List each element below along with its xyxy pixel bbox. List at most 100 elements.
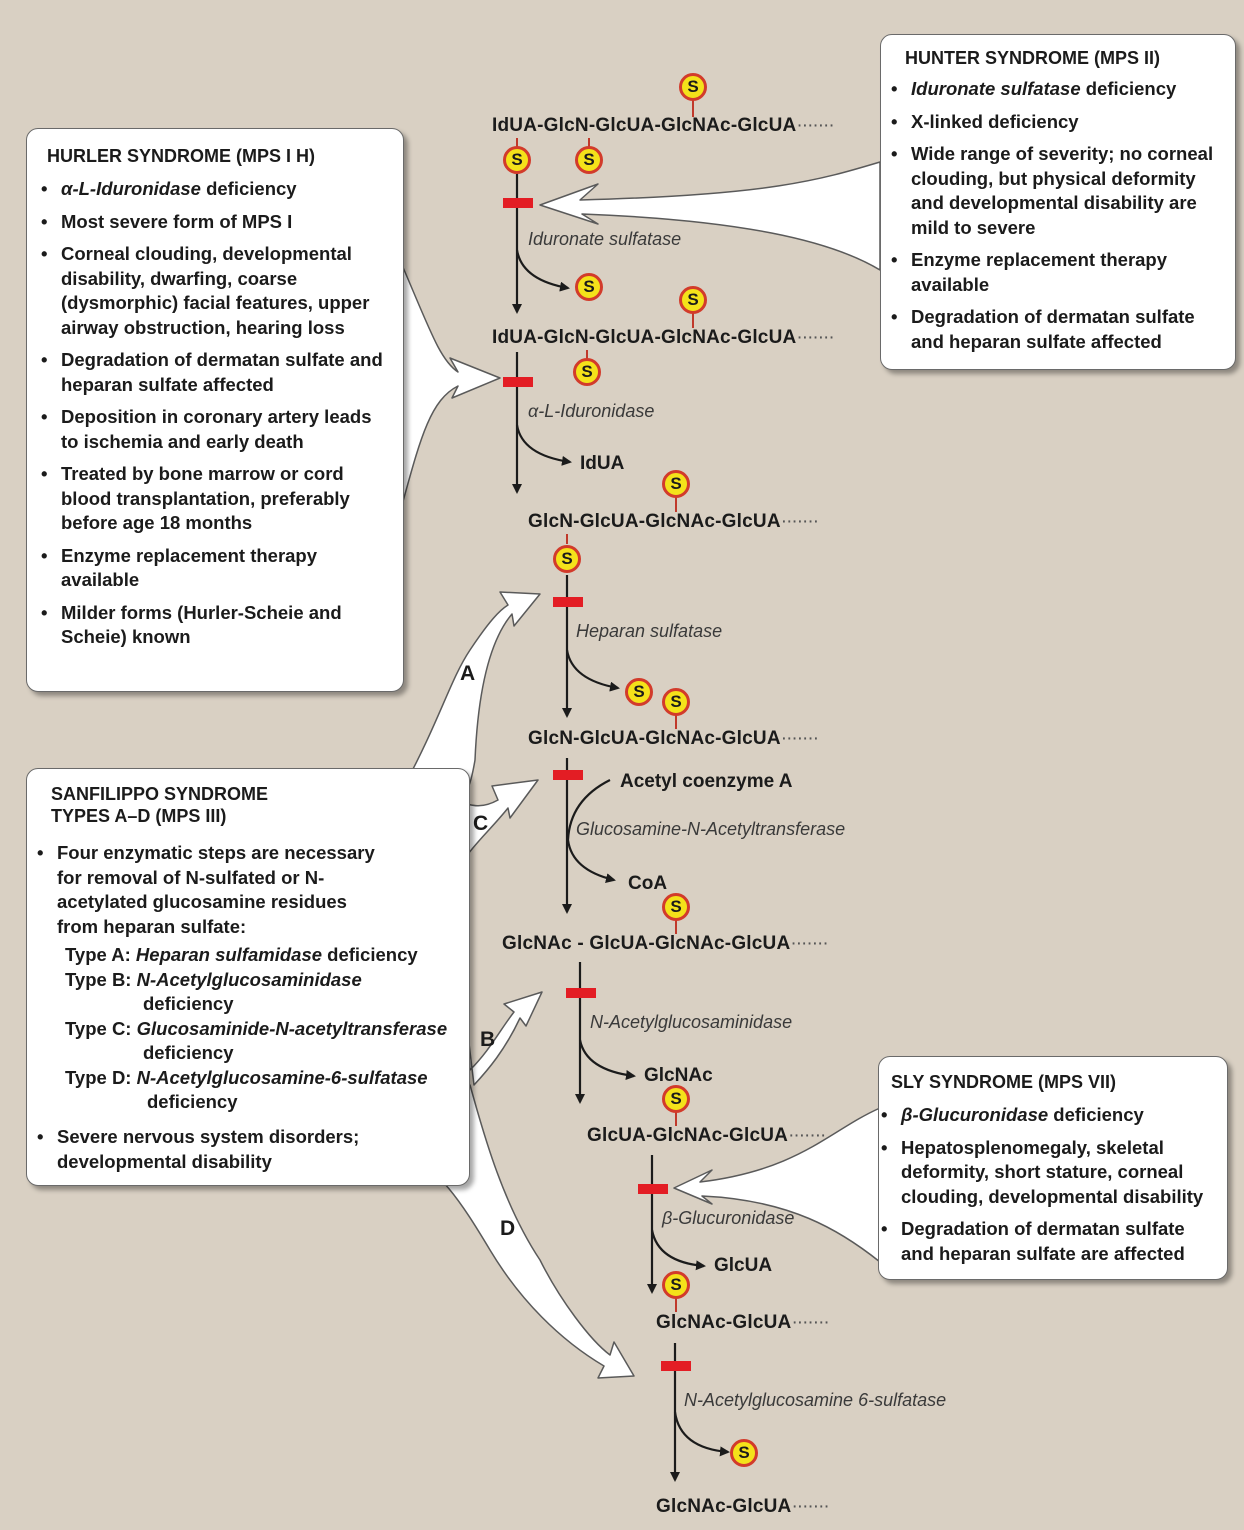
- sulfate-bond: [692, 312, 694, 328]
- type-c: Type C: Glucosaminide-N-acetyltransferas…: [65, 1017, 448, 1039]
- enzyme-block: [553, 597, 583, 607]
- type-a: Type A: Heparan sulfamidase deficiency: [65, 944, 418, 965]
- chain-5: GlcNAc - GlcUA-GlcNAc-GlcUA·······: [502, 933, 829, 954]
- hunter-item: X-linked deficiency: [889, 110, 1229, 135]
- sulfate-bond: [675, 1110, 677, 1126]
- type-b: Type B: N-Acetylglucosaminidase: [65, 968, 362, 990]
- enzyme-label: β-Glucuronidase: [662, 1208, 795, 1228]
- product-idua: IdUA: [580, 453, 625, 474]
- sulfate-bond: [675, 918, 677, 934]
- sulfate-badge: S: [503, 146, 531, 174]
- sly-item: Hepatosplenomegaly, skeletal deformity, …: [879, 1136, 1221, 1210]
- sanfilippo-types: Type A: Heparan sulfamidase deficiency T…: [65, 943, 447, 1115]
- hurler-item: Degradation of dermatan sulfate and hepa…: [39, 348, 391, 397]
- product-glcnac: GlcNAc: [644, 1065, 713, 1086]
- hurler-item: Deposition in coronary artery leads to i…: [39, 405, 391, 454]
- hunter-item: Wide range of severity; no corneal cloud…: [889, 142, 1229, 240]
- sanfilippo-item: Severe nervous system disorders; develop…: [35, 1125, 395, 1174]
- sulfate-badge: S: [679, 73, 707, 101]
- sulfate-badge: S: [625, 678, 653, 706]
- hunter-item: Enzyme replacement therapy available: [889, 248, 1229, 297]
- hunter-title: HUNTER SYNDROME (MPS II): [905, 48, 1161, 68]
- chain-4: GlcN-GlcUA-GlcNAc-GlcUA·······: [528, 728, 819, 749]
- sulfate-badge: S: [662, 893, 690, 921]
- sly-box: SLY SYNDROME (MPS VII) β-Glucuronidase d…: [878, 1056, 1228, 1280]
- type-d-suffix: deficiency: [147, 1091, 238, 1112]
- sly-list: β-Glucuronidase deficiency Hepatosplenom…: [879, 1103, 1221, 1274]
- sanfilippo-title-2: TYPES A–D (MPS III): [51, 806, 227, 826]
- sulfate-badge: S: [575, 146, 603, 174]
- sly-item: Degradation of dermatan sulfate and hepa…: [879, 1217, 1221, 1266]
- sulfate-badge: S: [575, 273, 603, 301]
- sulfate-bond: [566, 534, 568, 544]
- type-d: Type D: N-Acetylglucosamine-6-sulfatase: [65, 1066, 428, 1088]
- hurler-item: Enzyme replacement therapy available: [39, 544, 391, 593]
- hurler-title: HURLER SYNDROME (MPS I H): [47, 146, 316, 166]
- sanfilippo-title-1: SANFILIPPO SYNDROME: [51, 784, 269, 804]
- hunter-box: HUNTER SYNDROME (MPS II) Iduronate sulfa…: [880, 34, 1236, 370]
- sanfilippo-list-2: Severe nervous system disorders; develop…: [35, 1125, 395, 1182]
- enzyme-label: α-L-Iduronidase: [528, 401, 655, 421]
- sulfate-badge: S: [730, 1439, 758, 1467]
- chain-1: IdUA-GlcN-GlcUA-GlcNAc-GlcUA·······: [492, 115, 835, 136]
- sulfate-bond: [692, 99, 694, 117]
- sulfate-badge: S: [662, 1271, 690, 1299]
- enzyme-block: [638, 1184, 668, 1194]
- sulfate-bond: [675, 496, 677, 512]
- chain-3: GlcN-GlcUA-GlcNAc-GlcUA·······: [528, 511, 819, 532]
- sulfate-bond: [588, 138, 590, 148]
- chain-7: GlcNAc-GlcUA·······: [656, 1312, 830, 1333]
- sanfilippo-arrow-c: [451, 779, 539, 859]
- sanfilippo-box: SANFILIPPO SYNDROME TYPES A–D (MPS III) …: [26, 768, 470, 1186]
- hurler-item: Most severe form of MPS I: [39, 210, 391, 235]
- type-b-suffix: deficiency: [143, 993, 234, 1014]
- enzyme-label: N-Acetylglucosaminidase: [590, 1012, 793, 1032]
- sanfilippo-arrow-a: [401, 591, 541, 801]
- arrow-letter-d: D: [500, 1217, 516, 1240]
- hurler-box: HURLER SYNDROME (MPS I H) α-L-Iduronidas…: [26, 128, 404, 692]
- sulfate-badge: S: [662, 470, 690, 498]
- arrow-letter-c: C: [473, 812, 489, 835]
- hurler-item: Treated by bone marrow or cord blood tra…: [39, 462, 391, 536]
- chain-2: IdUA-GlcN-GlcUA-GlcNAc-GlcUA·······: [492, 327, 835, 348]
- hurler-list: α-L-Iduronidase deficiency Most severe f…: [39, 177, 391, 658]
- enzyme-label: Glucosamine-N-Acetyltransferase: [576, 819, 846, 839]
- sulfate-badge: S: [573, 358, 601, 386]
- enzyme-label: Iduronate sulfatase: [528, 229, 682, 249]
- enzyme-block: [503, 377, 533, 387]
- enzyme-label: N-Acetylglucosamine 6-sulfatase: [684, 1390, 947, 1410]
- enzyme-block: [503, 198, 533, 208]
- sulfate-bond: [516, 138, 518, 148]
- enzyme-label: Heparan sulfatase: [576, 621, 723, 641]
- sulfate-badge: S: [662, 688, 690, 716]
- sly-callout-arrow: [673, 1107, 881, 1263]
- hunter-item: Degradation of dermatan sulfate and hepa…: [889, 305, 1229, 354]
- sulfate-badge: S: [662, 1085, 690, 1113]
- hunter-callout-arrow: [539, 161, 881, 271]
- sulfate-bond: [675, 713, 677, 729]
- hurler-callout-arrow: [401, 264, 501, 506]
- hurler-item: Milder forms (Hurler-Scheie and Scheie) …: [39, 601, 391, 650]
- type-c-suffix: deficiency: [143, 1042, 234, 1063]
- arrow-letter-b: B: [480, 1028, 496, 1051]
- enzyme-block: [566, 988, 596, 998]
- chain-8: GlcNAc-GlcUA·······: [656, 1496, 830, 1517]
- product-acetyl-coa: Acetyl coenzyme A: [620, 771, 793, 792]
- sulfate-badge: S: [679, 286, 707, 314]
- sanfilippo-arrow-b: [464, 991, 543, 1086]
- sly-title: SLY SYNDROME (MPS VII): [891, 1072, 1117, 1092]
- enzyme-block: [661, 1361, 691, 1371]
- chain-6: GlcUA-GlcNAc-GlcUA·······: [587, 1125, 826, 1146]
- sanfilippo-list-1: Four enzymatic steps are necessary for r…: [35, 841, 385, 947]
- hurler-item: α-L-Iduronidase deficiency: [39, 177, 391, 202]
- sulfate-badge: S: [553, 545, 581, 573]
- product-coa: CoA: [628, 873, 668, 894]
- hunter-item: Iduronate sulfatase deficiency: [889, 77, 1229, 102]
- sulfate-bond: [586, 350, 588, 360]
- hunter-list: Iduronate sulfatase deficiency X-linked …: [889, 77, 1229, 362]
- sulfate-bond: [675, 1296, 677, 1312]
- hurler-item: Corneal clouding, developmental disabili…: [39, 242, 391, 340]
- enzyme-block: [553, 770, 583, 780]
- product-glcua: GlcUA: [714, 1255, 773, 1276]
